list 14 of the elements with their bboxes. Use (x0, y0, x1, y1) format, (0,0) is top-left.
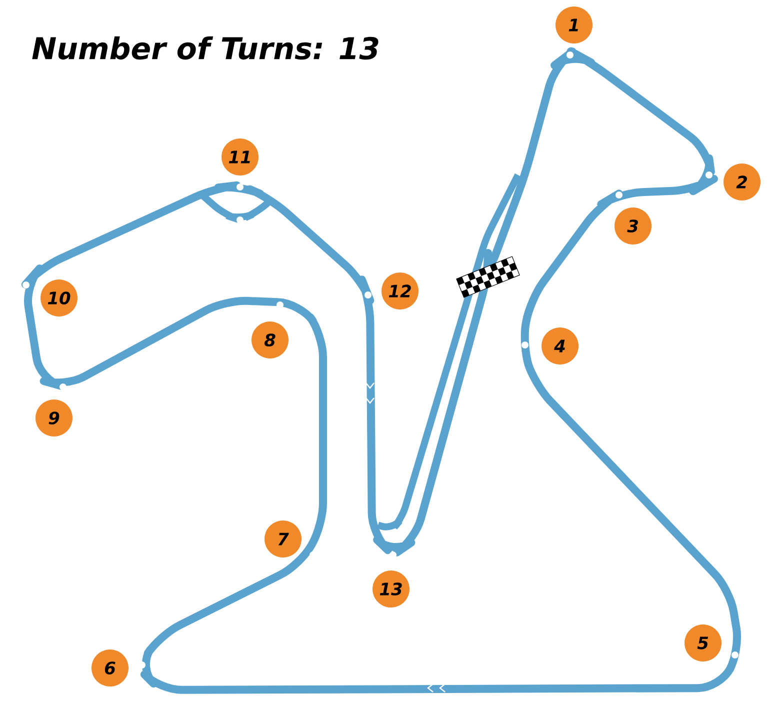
turn-number-badge: 3 (614, 208, 652, 244)
turn-number-badge: 9 (36, 400, 72, 436)
turn-number-badge: 12 (382, 272, 418, 310)
turn-number-badge: 6 (92, 650, 128, 686)
turn-number-badge: 11 (222, 138, 258, 176)
turn-number-badge: 4 (542, 328, 578, 364)
turn-number-badge: 2 (724, 164, 760, 200)
turn-number-badge: 5 (684, 624, 722, 662)
turn-number-badge: 1 (556, 6, 592, 44)
turn-number-badge: 8 (252, 322, 288, 358)
turn-number-badge: 13 (372, 570, 410, 608)
title: Number of Turns: 13 (32, 36, 378, 60)
turn-number-badge: 10 (40, 280, 78, 316)
turn-number-badge: 7 (264, 520, 302, 558)
